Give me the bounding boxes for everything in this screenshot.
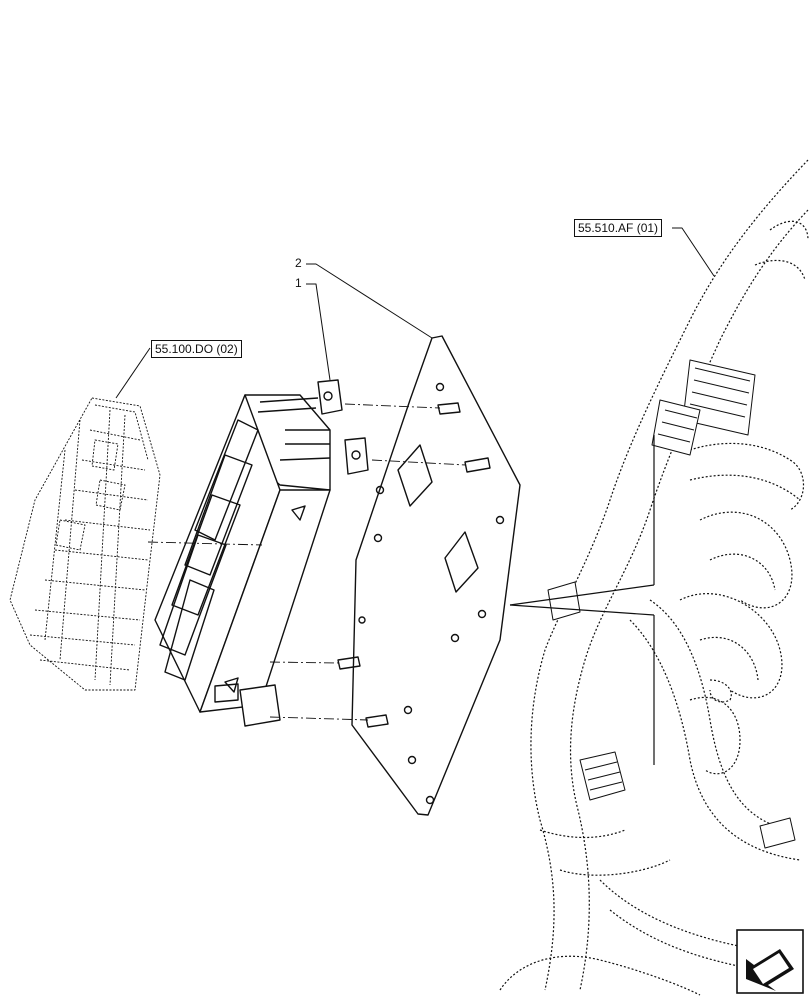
harness-connector-upper (651, 359, 756, 456)
mounting-plate (337, 335, 521, 816)
wiring-harness (499, 159, 809, 996)
controller-housing (154, 379, 369, 727)
connector-block (9, 397, 161, 691)
callout-item-1: 1 (295, 276, 302, 290)
leader-lines (115, 227, 715, 399)
detail-indicator (509, 435, 655, 765)
alignment-lines (147, 403, 467, 721)
harness-reference-link[interactable]: 55.510.AF (01) (574, 219, 663, 237)
connector-reference-link[interactable]: 55.100.DO (02) (151, 340, 242, 358)
callout-item-2: 2 (295, 256, 302, 270)
next-page-arrow-icon[interactable] (736, 929, 804, 994)
harness-connector-lower (547, 581, 796, 849)
